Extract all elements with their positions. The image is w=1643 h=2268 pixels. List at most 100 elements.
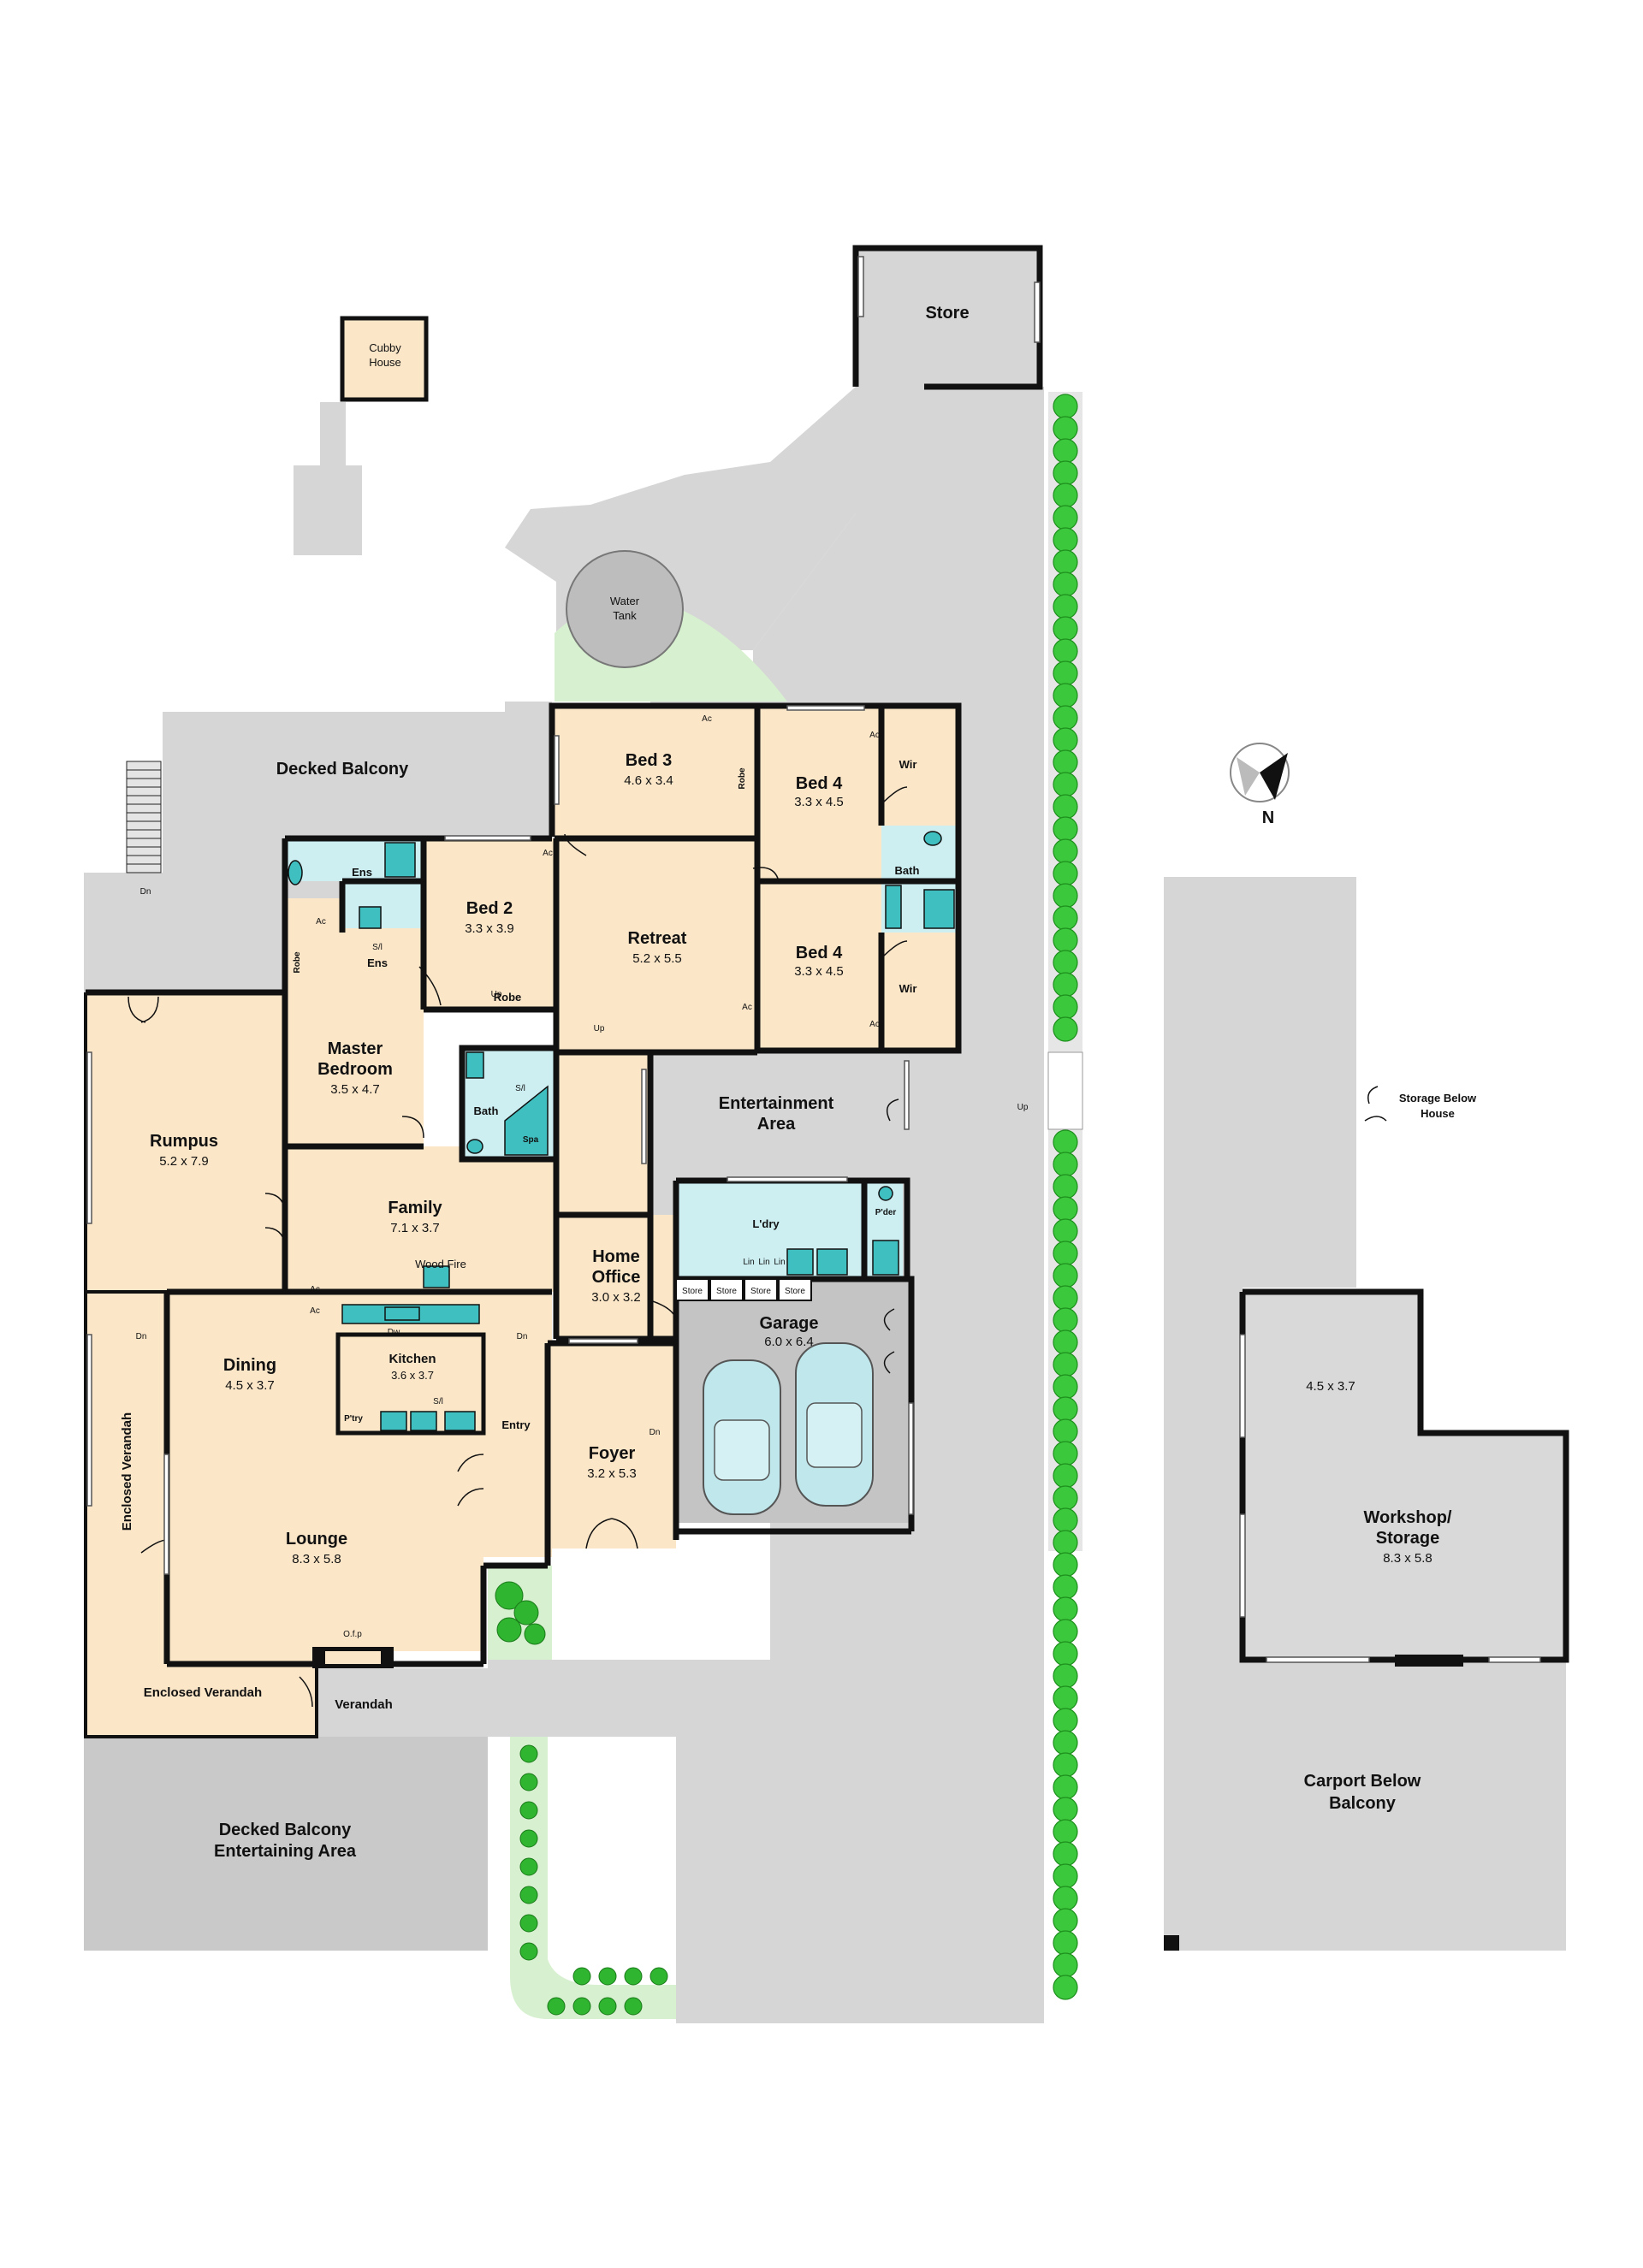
shrub-icon	[519, 1857, 538, 1876]
hedge-shrub-icon	[1053, 1174, 1078, 1199]
verandah-area	[317, 1668, 488, 1737]
hedge-shrub-icon	[1053, 1329, 1078, 1355]
windows	[86, 256, 1041, 1575]
up-label-2: Up	[594, 1024, 605, 1033]
store-locker-4: Store	[785, 1287, 805, 1296]
robe-label-bed2: Robe	[494, 991, 522, 1004]
enclosed-verandah-side-label: Enclosed Verandah	[120, 1412, 134, 1531]
hedge-shrub-icon	[1053, 1485, 1078, 1511]
bed4b-label: Bed 4	[796, 944, 843, 962]
ac-label-7: Ac	[543, 849, 553, 858]
entertainment-label-1: Entertainment	[719, 1094, 834, 1113]
shrub-icon	[572, 1997, 591, 2016]
hedge-shrub-icon	[1053, 1396, 1078, 1422]
hedge-shrub-icon	[1053, 1908, 1078, 1933]
dining-dim: 4.5 x 3.7	[225, 1378, 275, 1393]
shrub-icon	[519, 1942, 538, 1961]
garden-trees	[519, 1744, 668, 2016]
dn-label-stairs: Dn	[140, 887, 151, 897]
cubby-path-2	[320, 402, 346, 471]
hedge-shrub-icon	[1053, 1685, 1078, 1711]
hedge-shrub-icon	[1053, 861, 1078, 886]
hedge-shrub-icon	[1053, 927, 1078, 953]
lounge-label: Lounge	[286, 1530, 347, 1549]
water-tank-label-1: Water	[610, 595, 640, 607]
shrub-icon	[572, 1967, 591, 1986]
hedge-shrub-icon	[1053, 571, 1078, 597]
car-icon-right	[795, 1342, 874, 1507]
store-locker-3: Store	[750, 1287, 771, 1296]
front-garden	[510, 1737, 676, 2019]
ens-label-2: Ens	[367, 956, 388, 969]
storage-below-label-2: House	[1421, 1107, 1455, 1120]
ens-label-1: Ens	[352, 866, 372, 879]
wir-label-2: Wir	[899, 982, 917, 995]
hedge-shrub-icon	[1053, 950, 1078, 975]
decked-balcony-bottom	[84, 1737, 488, 1951]
bed4a-label: Bed 4	[796, 774, 843, 793]
ac-label-5: Ac	[310, 1285, 320, 1294]
hedge-shrub-icon	[1053, 749, 1078, 775]
ptry-label: P'try	[344, 1414, 363, 1424]
shrub-icon	[598, 1997, 617, 2016]
lin-label-2: Lin	[758, 1258, 769, 1267]
front-path	[488, 1660, 676, 1737]
hedge-shrub-icon	[1053, 1196, 1078, 1222]
hedge-shrub-icon	[1053, 1752, 1078, 1778]
retreat-label: Retreat	[628, 929, 687, 948]
wood-fire-label: Wood Fire	[415, 1258, 466, 1270]
robe-label-master: Robe	[293, 951, 302, 973]
hedge-shrub-icon	[1053, 1708, 1078, 1733]
garage-label: Garage	[760, 1314, 819, 1333]
hedge-shrub-icon	[1053, 1418, 1078, 1444]
bed2-room	[424, 838, 556, 1010]
hedge-shrub-icon	[1053, 794, 1078, 820]
hedge-shrub-icon	[1053, 1307, 1078, 1333]
family-dim: 7.1 x 3.7	[390, 1221, 440, 1235]
master-label-1: Master	[328, 1039, 383, 1058]
hedge-shrub-icon	[1053, 1552, 1078, 1578]
hedge-shrub-icon	[1053, 816, 1078, 842]
cubby-label-2: House	[369, 356, 401, 369]
workshop-label-1: Workshop/	[1364, 1508, 1452, 1527]
family-room	[287, 1146, 556, 1292]
store-locker-2: Store	[716, 1287, 737, 1296]
bed3-room	[555, 708, 756, 837]
hedge-shrub-icon	[1053, 1218, 1078, 1244]
hedge-shrub-icon	[1053, 1819, 1078, 1845]
home-office-label-2: Office	[592, 1268, 641, 1287]
hedge-shrub-icon	[1053, 527, 1078, 553]
rumpus-label: Rumpus	[150, 1132, 218, 1151]
ac-label-8: Ac	[316, 917, 326, 927]
hedge-shrub-icon	[1053, 1841, 1078, 1867]
store-locker-1: Store	[682, 1287, 703, 1296]
decked-balcony-bottom-label-2: Entertaining Area	[214, 1842, 357, 1861]
workshop-dim: 8.3 x 5.8	[1383, 1551, 1432, 1566]
shrub-icon	[519, 1914, 538, 1933]
shrub-icon	[519, 1829, 538, 1848]
carport-label-2: Balcony	[1329, 1794, 1397, 1813]
workshop-dim-2: 4.5 x 3.7	[1306, 1379, 1355, 1394]
ac-label-2: Ac	[869, 731, 880, 740]
shrub-icon	[598, 1967, 617, 1986]
hedge-shrub-icon	[1053, 1507, 1078, 1533]
hedge-shrub-icon	[1053, 394, 1078, 419]
workshop-room	[1243, 1292, 1566, 1660]
hedge-shrub-icon	[1053, 838, 1078, 864]
verandah-label: Verandah	[335, 1697, 393, 1712]
master-dim: 3.5 x 4.7	[330, 1082, 380, 1097]
hedge-shrub-icon	[1053, 972, 1078, 998]
store-room	[856, 248, 1040, 387]
spa-label: Spa	[523, 1135, 539, 1145]
decked-balcony-bottom-label-1: Decked Balcony	[219, 1821, 352, 1839]
shrub-icon	[624, 1997, 643, 2016]
ac-label-1: Ac	[702, 714, 712, 724]
store-label: Store	[925, 304, 969, 323]
room-labels: Bed 3 4.6 x 3.4 Bed 4 3.3 x 4.5 Bed 4 3.…	[120, 714, 1477, 1861]
hallway	[556, 1052, 650, 1215]
dining-label: Dining	[223, 1356, 276, 1375]
ens-small	[342, 881, 424, 928]
retreat-dim: 5.2 x 5.5	[632, 951, 682, 966]
hedge-shrub-icon	[1053, 772, 1078, 797]
hedge-shrub-icon	[1053, 1797, 1078, 1822]
